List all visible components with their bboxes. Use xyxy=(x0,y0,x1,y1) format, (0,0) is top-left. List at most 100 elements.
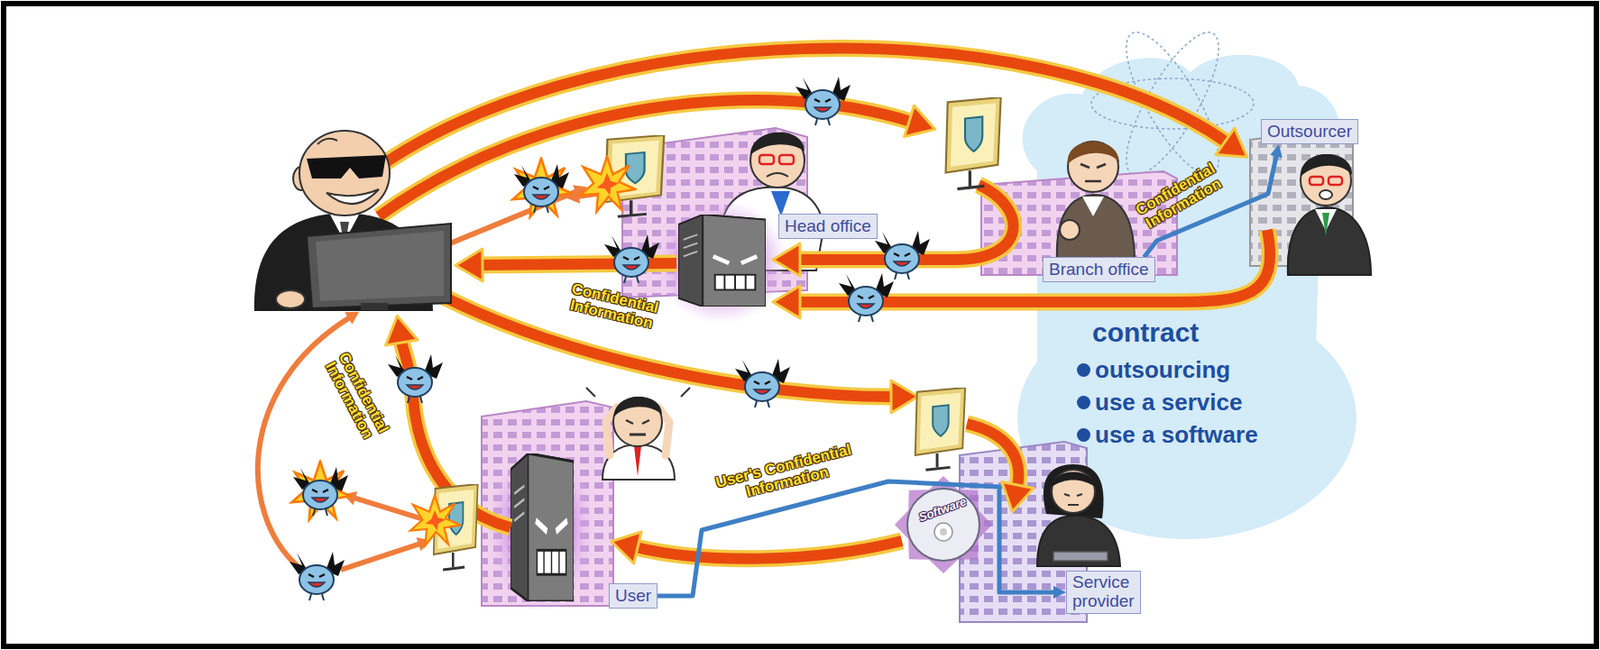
bubble-title: contract xyxy=(1092,317,1357,349)
grin xyxy=(326,189,379,204)
thin-arrow xyxy=(340,543,421,571)
site-label: User xyxy=(608,583,658,609)
site-label: Branch office xyxy=(1042,257,1156,283)
hair xyxy=(614,396,663,417)
tie xyxy=(771,191,791,217)
bullet-row: use a service xyxy=(1076,386,1357,419)
malware-bat xyxy=(289,551,345,601)
fist xyxy=(1059,220,1080,240)
attacker xyxy=(254,130,451,312)
bald-head xyxy=(299,130,390,216)
software-disc xyxy=(907,488,980,561)
arrow-rim xyxy=(966,423,1019,488)
shirt xyxy=(1082,196,1104,217)
bullet-text: use a service xyxy=(1094,388,1242,416)
stress-lines xyxy=(586,387,690,397)
branch-office-man xyxy=(1057,141,1135,262)
bullet-dot xyxy=(1076,395,1091,410)
wrinkle xyxy=(317,138,338,145)
flow-label: User's Confidential Information xyxy=(698,438,874,512)
disc-glow xyxy=(894,476,993,574)
malware-bat xyxy=(874,230,930,280)
bullet-dot xyxy=(1076,363,1091,378)
data-flow-arrow xyxy=(657,481,1059,597)
blocked-arrows xyxy=(257,191,603,571)
mouth xyxy=(1085,180,1102,184)
disc-hole xyxy=(939,528,948,536)
explosion xyxy=(513,158,572,218)
monitor-stand xyxy=(360,303,388,311)
sunglasses xyxy=(306,155,387,179)
explosion xyxy=(292,461,351,521)
label-text: User xyxy=(615,586,652,607)
malware-bat xyxy=(387,354,443,404)
eyes xyxy=(1080,164,1106,168)
mouth xyxy=(629,433,646,437)
suit xyxy=(1287,207,1371,276)
bullet-row: outsourcing xyxy=(1076,353,1357,387)
flow-label: Confidential Information xyxy=(321,349,392,443)
firewall-monitor xyxy=(946,97,1002,190)
eyes xyxy=(1064,494,1083,497)
label-text: Branch office xyxy=(1048,259,1150,280)
glasses xyxy=(1328,176,1343,185)
label-text: Service provider xyxy=(1072,573,1135,612)
mouth xyxy=(766,173,789,177)
malware-bat xyxy=(735,358,791,408)
bullet-text: outsourcing xyxy=(1094,356,1231,384)
monitor-back xyxy=(315,230,444,302)
tie xyxy=(1322,212,1330,237)
keyboard xyxy=(1053,551,1108,561)
attack-arrow xyxy=(966,423,1019,488)
destroyed-bat xyxy=(293,467,349,516)
bullet-text: use a software xyxy=(1094,421,1259,449)
suit xyxy=(1057,194,1135,262)
mouth xyxy=(1319,190,1333,200)
head xyxy=(1067,141,1119,193)
fringe xyxy=(1051,472,1095,488)
attack-arrow xyxy=(396,270,893,397)
eyes xyxy=(625,420,650,424)
user-server xyxy=(510,453,574,602)
label-text: Outsourcer xyxy=(1267,121,1352,142)
arrow-rim xyxy=(396,270,893,397)
head-office-server xyxy=(678,214,766,307)
monitor xyxy=(306,223,451,309)
hair xyxy=(1067,141,1120,165)
site-label: Outsourcer xyxy=(1260,119,1359,145)
site-label: Service provider xyxy=(1066,570,1141,615)
site-label: Head office xyxy=(778,213,878,240)
mouth xyxy=(1067,504,1079,506)
outsourcer-man xyxy=(1287,154,1371,276)
hair xyxy=(1043,464,1104,519)
frame xyxy=(3,3,1597,647)
destroyed-bat xyxy=(514,164,570,213)
bubble-ellipse xyxy=(1017,297,1357,540)
glasses xyxy=(759,155,774,165)
glasses xyxy=(779,155,794,165)
bullet-row: use a software xyxy=(1076,418,1357,451)
glasses xyxy=(1309,176,1324,185)
head xyxy=(1051,469,1095,514)
hair xyxy=(750,132,805,156)
firewall-monitor xyxy=(915,387,966,470)
disc-ring xyxy=(934,523,953,542)
malware-bat xyxy=(838,273,894,322)
attack-arrow xyxy=(635,541,902,560)
user-man xyxy=(586,387,690,480)
bullet-dot xyxy=(1076,428,1091,442)
explosion xyxy=(579,156,635,212)
arrow-rim xyxy=(635,541,902,560)
label-text: Head office xyxy=(784,216,872,237)
contract-bubble: contract outsourcing use a service use a so… xyxy=(1017,297,1357,540)
malware-bat xyxy=(795,76,851,126)
hair xyxy=(1300,154,1352,177)
thin-arrow xyxy=(257,317,350,567)
malware-bat xyxy=(604,234,660,284)
bubble-content: contract outsourcing use a service use a so… xyxy=(1017,297,1357,451)
tie xyxy=(634,446,642,477)
explosion xyxy=(410,496,461,547)
